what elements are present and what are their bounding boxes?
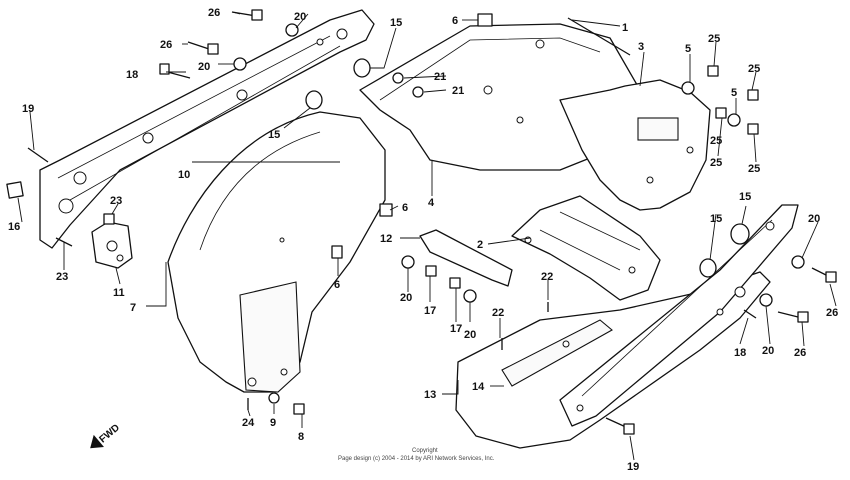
- label-tag: [6, 181, 24, 199]
- callout-2: 2: [477, 239, 483, 251]
- callout-6: 6: [334, 279, 340, 291]
- rear-fender-upper: [359, 23, 641, 171]
- callout-14: 14: [472, 381, 485, 393]
- callout-3: 3: [638, 41, 644, 53]
- callout-6: 6: [402, 202, 408, 214]
- rear-tail-housing: [559, 79, 711, 211]
- callout-26: 26: [160, 39, 172, 51]
- callout-21: 21: [452, 85, 464, 97]
- callout-19: 19: [627, 461, 639, 473]
- callout-20: 20: [762, 345, 774, 357]
- callout-15: 15: [739, 191, 751, 203]
- callout-20: 20: [808, 213, 820, 225]
- callout-4: 4: [428, 197, 435, 209]
- callout-5: 5: [731, 87, 737, 99]
- callout-16: 16: [8, 221, 20, 233]
- copyright-notice: Copyright Page design (c) 2004 - 2014 by…: [338, 448, 495, 462]
- left-side-rail: [39, 9, 375, 249]
- callout-26: 26: [794, 347, 806, 359]
- leader-lines: [17, 11, 837, 461]
- callout-22: 22: [492, 307, 504, 319]
- callout-20: 20: [400, 292, 412, 304]
- callout-21: 21: [434, 71, 446, 83]
- callout-20: 20: [464, 329, 476, 341]
- callout-24: 24: [242, 417, 255, 429]
- callout-10: 10: [178, 169, 190, 181]
- callout-17: 17: [424, 305, 436, 317]
- callout-19: 19: [22, 103, 34, 115]
- callout-11: 11: [113, 287, 125, 299]
- callout-20: 20: [294, 11, 306, 23]
- callout-9: 9: [270, 417, 276, 429]
- callout-5: 5: [685, 43, 691, 55]
- callout-15: 15: [710, 213, 722, 225]
- fasteners: [27, 9, 837, 435]
- callout-25: 25: [748, 163, 760, 175]
- callout-12: 12: [380, 233, 392, 245]
- copyright-line-2: Page design (c) 2004 - 2014 by ARI Netwo…: [338, 456, 495, 462]
- rear-inner-fender: [167, 111, 386, 393]
- forward-direction-arrow: FWD: [90, 422, 122, 449]
- right-side-rail: [559, 204, 799, 427]
- callout-13: 13: [424, 389, 436, 401]
- callout-23: 23: [110, 195, 122, 207]
- callout-18: 18: [126, 69, 138, 81]
- callout-18: 18: [734, 347, 746, 359]
- fwd-label: FWD: [97, 422, 122, 445]
- callout-7: 7: [130, 302, 136, 314]
- callout-8: 8: [298, 431, 304, 443]
- cable-holder: [91, 221, 133, 269]
- callout-26: 26: [826, 307, 838, 319]
- callout-25: 25: [748, 63, 760, 75]
- callout-25: 25: [708, 33, 720, 45]
- copyright-line-1: Copyright: [412, 448, 438, 454]
- callout-15: 15: [390, 17, 402, 29]
- callout-25: 25: [710, 157, 722, 169]
- callout-20: 20: [198, 61, 210, 73]
- callout-26: 26: [208, 7, 220, 19]
- callout-17: 17: [450, 323, 462, 335]
- callout-15: 15: [268, 129, 280, 141]
- callout-23: 23: [56, 271, 68, 283]
- callout-6: 6: [452, 15, 458, 27]
- callout-22: 22: [541, 271, 553, 283]
- callout-1: 1: [622, 22, 628, 34]
- callout-labels: 1 2 3 4 5 5 6 6 6 7 8 9 10 11 12 13 14 1…: [8, 7, 838, 473]
- callout-25: 25: [710, 135, 722, 147]
- tail-light-bracket: [511, 195, 661, 301]
- stay-bracket: [419, 229, 513, 287]
